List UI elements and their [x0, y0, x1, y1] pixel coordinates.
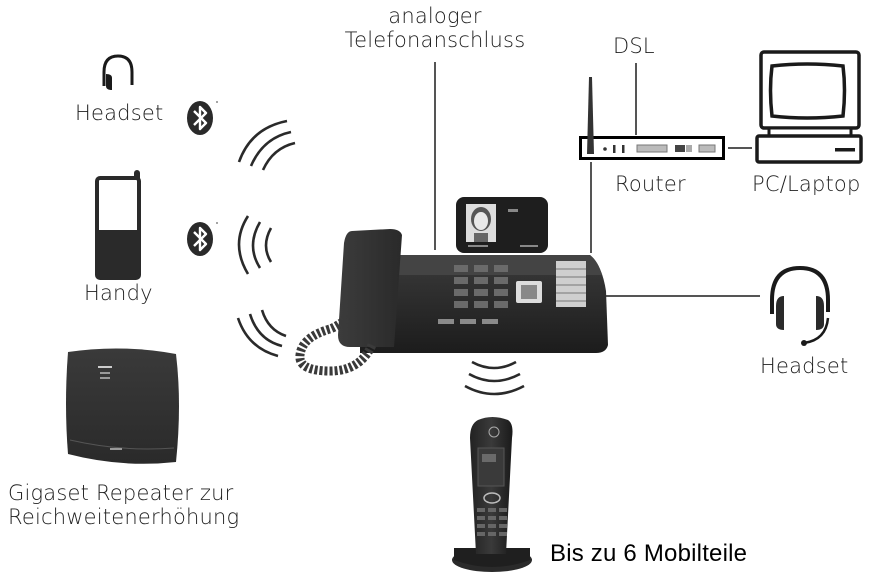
handy-label: Handy [84, 281, 153, 305]
bluetooth-icon [187, 101, 218, 135]
router-antenna-icon [587, 77, 594, 154]
router-label: Router [615, 172, 686, 196]
handsets-label: Bis zu 6 Mobilteile [550, 540, 748, 567]
router-icon [579, 136, 725, 160]
headset-bluetooth-label: Headset [75, 101, 164, 125]
wireless-waves-icon [237, 215, 273, 275]
wireless-waves-icon [236, 309, 287, 358]
wireless-waves-icon [464, 360, 525, 396]
computer-icon [755, 50, 863, 164]
pc-laptop-label: PC/Laptop [752, 172, 861, 196]
analog-line-label: analoger Telefonanschluss [344, 4, 526, 53]
wireless-waves-icon [237, 119, 296, 171]
base-station [290, 195, 610, 395]
repeater-device-icon [66, 348, 179, 464]
mobile-phone-icon [95, 170, 141, 280]
dsl-label: DSL [613, 34, 655, 58]
repeater-label: Gigaset Repeater zur Reichweitenerhöhung [8, 481, 240, 530]
headset-icon [770, 265, 830, 346]
router-device [579, 136, 725, 160]
desk-phone-icon [295, 197, 608, 376]
headset-small-icon [102, 54, 134, 90]
bluetooth-icon [187, 222, 218, 256]
headset-wired-label: Headset [760, 354, 849, 378]
cordless-handset-icon [452, 417, 532, 572]
